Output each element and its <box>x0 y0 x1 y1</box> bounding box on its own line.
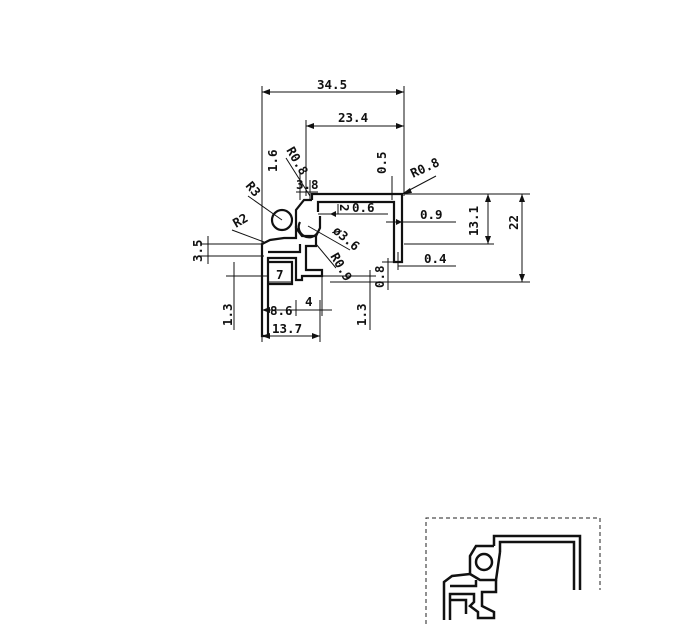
dim-3-5: 3.5 <box>190 239 205 262</box>
dim-inner-width: 23.4 <box>338 110 368 125</box>
dim-8-6: 8.6 <box>270 303 293 318</box>
dim-1-3-left: 1.3 <box>220 303 235 326</box>
dim-13-7: 13.7 <box>272 321 302 336</box>
dim-0-8: 0.8 <box>372 265 387 288</box>
dim-0-4: 0.4 <box>424 251 447 266</box>
dim-radius-r2: R2 <box>230 210 251 231</box>
dim-height-22: 22 <box>506 215 521 230</box>
dim-wall-top: 0.5 <box>374 151 389 174</box>
dim-13-1: 13.1 <box>466 206 481 236</box>
dim-overall-width: 34.5 <box>317 77 347 92</box>
dim-radius-r3: R3 <box>243 178 264 199</box>
dim-radius-r0-9: R0.9 <box>327 250 355 284</box>
dim-diameter-3-6: ø3.6 <box>330 223 363 254</box>
dimension-lines <box>200 86 530 342</box>
dim-radius-top-right: R0.8 <box>408 154 442 180</box>
dim-0-6: 0.6 <box>352 200 375 215</box>
dim-0-9: 0.9 <box>420 207 443 222</box>
dim-wall-left: 1.6 <box>265 149 280 172</box>
dim-3-8: 3.8 <box>296 177 319 192</box>
dimension-labels: 34.5 23.4 R0.8 R0.8 1.6 0.5 R3 R2 3.8 2 … <box>190 77 521 336</box>
dim-2: 2 <box>337 204 352 212</box>
dim-4: 4 <box>305 294 313 309</box>
dim-7: 7 <box>276 267 284 282</box>
thumbnail-profile <box>425 517 601 624</box>
dim-1-3-right: 1.3 <box>354 303 369 326</box>
